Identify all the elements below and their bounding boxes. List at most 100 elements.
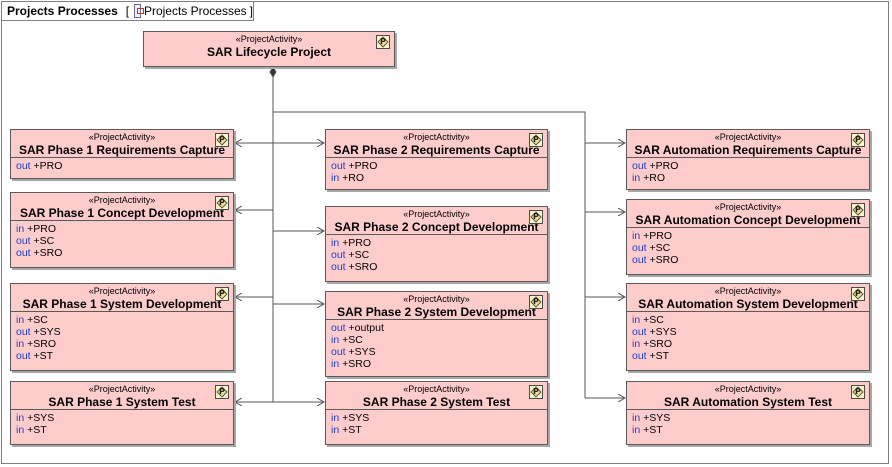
node-p1-sys[interactable]: «ProjectActivity» SAR Phase 1 System Dev… <box>10 283 234 371</box>
node-header: «ProjectActivity» SAR Phase 2 System Tes… <box>326 382 547 409</box>
param-direction: out <box>632 326 647 338</box>
param-direction: out <box>632 160 647 172</box>
node-p2-test[interactable]: «ProjectActivity» SAR Phase 2 System Tes… <box>325 381 548 445</box>
param-name: +SC <box>27 314 48 326</box>
param-name: +SC <box>649 242 671 254</box>
param-direction: out <box>331 346 346 358</box>
composition-diamond <box>269 66 277 78</box>
param-name: +SRO <box>27 338 56 350</box>
param-name: +ST <box>33 350 54 362</box>
node-name: SAR Phase 2 Concept Development <box>334 220 539 234</box>
param-direction: in <box>16 314 25 326</box>
param-name: +ST <box>342 424 362 436</box>
param-row: out +PRO <box>16 160 233 172</box>
param-row: in +ST <box>632 424 869 436</box>
param-direction: in <box>632 172 641 184</box>
node-stereotype: «ProjectActivity» <box>714 384 782 394</box>
param-direction: out <box>16 235 31 247</box>
param-row: out +SYS <box>632 326 869 338</box>
param-row: out +SC <box>16 235 233 247</box>
param-name: +SC <box>348 249 370 261</box>
param-row: in +SYS <box>16 412 233 424</box>
param-direction: in <box>632 412 641 424</box>
param-direction: out <box>16 160 31 172</box>
param-name: +PRO <box>33 160 63 172</box>
diagram-ref-label: Projects Processes <box>143 4 247 18</box>
node-stereotype: «ProjectActivity» <box>403 209 470 219</box>
project-activity-icon <box>529 210 543 224</box>
param-row: in +PRO <box>331 237 547 249</box>
param-row: in +SC <box>632 314 869 326</box>
param-row: out +PRO <box>331 160 547 172</box>
project-activity-icon <box>215 287 229 301</box>
param-direction: in <box>16 424 25 436</box>
project-activity-icon <box>851 203 865 217</box>
node-auto-test[interactable]: «ProjectActivity» SAR Automation System … <box>626 381 870 445</box>
param-name: +SC <box>342 334 363 346</box>
node-p1-concept[interactable]: «ProjectActivity» SAR Phase 1 Concept De… <box>10 192 234 268</box>
param-direction: in <box>331 172 340 184</box>
node-name: SAR Lifecycle Project <box>206 45 332 59</box>
node-p2-concept[interactable]: «ProjectActivity» SAR Phase 2 Concept De… <box>325 206 548 282</box>
node-stereotype: «ProjectActivity» <box>235 34 303 44</box>
param-row: in +SRO <box>632 338 869 350</box>
node-p1-test[interactable]: «ProjectActivity» SAR Phase 1 System Tes… <box>10 381 234 445</box>
node-name: SAR Phase 1 Requirements Capture <box>18 143 226 157</box>
node-header: «ProjectActivity» SAR Automation Concept… <box>627 200 869 227</box>
node-stereotype: «ProjectActivity» <box>714 132 782 142</box>
node-header: «ProjectActivity» SAR Phase 2 System Dev… <box>326 292 547 319</box>
param-name: +output <box>348 322 384 334</box>
param-name: +SC <box>33 235 55 247</box>
param-direction: out <box>16 350 31 362</box>
param-name: +SYS <box>33 326 61 338</box>
param-name: +ST <box>27 424 47 436</box>
param-direction: in <box>331 334 340 346</box>
param-row: in +PRO <box>16 223 233 235</box>
param-row: out +PRO <box>632 160 869 172</box>
node-name: SAR Phase 1 Concept Development <box>19 206 225 220</box>
node-header: «ProjectActivity» SAR Phase 2 Concept De… <box>326 207 547 234</box>
param-row: in +SYS <box>632 412 869 424</box>
param-direction: out <box>632 254 647 266</box>
node-header: «ProjectActivity» SAR Automation Require… <box>627 130 869 157</box>
project-activity-icon <box>529 133 543 147</box>
param-name: +SYS <box>643 412 671 424</box>
param-name: +SC <box>643 314 664 326</box>
node-header: «ProjectActivity» SAR Lifecycle Project <box>144 32 394 59</box>
param-row: in +ST <box>331 424 547 436</box>
node-stereotype: «ProjectActivity» <box>88 286 156 296</box>
param-direction: out <box>632 242 647 254</box>
node-stereotype: «ProjectActivity» <box>403 294 470 304</box>
param-direction: in <box>16 412 25 424</box>
param-row: in +RO <box>632 172 869 184</box>
param-row: in +SC <box>16 314 233 326</box>
node-auto-concept[interactable]: «ProjectActivity» SAR Automation Concept… <box>626 199 870 275</box>
diagram-tab[interactable]: Projects Processes [ Projects Processes … <box>2 2 254 21</box>
param-direction: out <box>632 350 647 362</box>
param-direction: out <box>16 247 31 259</box>
node-auto-req[interactable]: «ProjectActivity» SAR Automation Require… <box>626 129 870 190</box>
param-direction: in <box>331 424 340 436</box>
param-row: out +output <box>331 322 547 334</box>
node-p1-req[interactable]: «ProjectActivity» SAR Phase 1 Requiremen… <box>10 129 234 179</box>
param-name: +SRO <box>643 338 672 350</box>
node-p2-req[interactable]: «ProjectActivity» SAR Phase 2 Requiremen… <box>325 129 548 190</box>
node-stereotype: «ProjectActivity» <box>88 132 156 142</box>
node-name: SAR Phase 1 System Test <box>48 395 196 409</box>
param-name: +SRO <box>342 358 371 370</box>
node-name: SAR Automation Requirements Capture <box>634 143 862 157</box>
node-stereotype: «ProjectActivity» <box>403 132 470 142</box>
node-auto-sys[interactable]: «ProjectActivity» SAR Automation System … <box>626 283 870 371</box>
project-activity-icon <box>215 196 229 210</box>
bracket-close: ] <box>249 4 253 18</box>
param-row: in +ST <box>16 424 233 436</box>
node-lifecycle[interactable]: «ProjectActivity» SAR Lifecycle Project <box>143 31 395 67</box>
project-activity-icon <box>529 385 543 399</box>
param-row: out +SYS <box>16 326 233 338</box>
node-p2-sys[interactable]: «ProjectActivity» SAR Phase 2 System Dev… <box>325 291 548 377</box>
